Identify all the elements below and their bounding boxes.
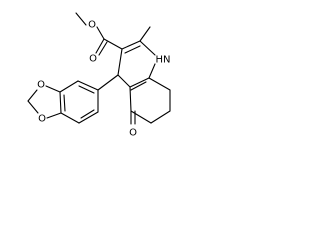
bond-ester-o-carbonyl: [96, 26, 105, 40]
bond-benz-inner-1: [78, 85, 95, 94]
ester-oxygen-label: O: [88, 20, 96, 31]
bond-c6-c5: [130, 110, 152, 124]
nh-label: HN: [156, 55, 171, 66]
bond-benz-1: [77, 80, 99, 91]
bond-dioxole-3: [27, 89, 38, 102]
bond-c3-c2: [121, 40, 141, 50]
bond-c5-c4a: [129, 86, 132, 112]
ketone-oxygen-label: O: [129, 128, 137, 139]
dioxole-oxygen-bottom-label: O: [38, 114, 46, 125]
bond-c8a-c8: [148, 77, 171, 91]
bond-c4a-c4: [117, 74, 131, 88]
bond-benz-2: [59, 80, 79, 93]
bond-benz-5: [78, 111, 99, 124]
bond-c4-aryl: [97, 74, 119, 91]
bond-c8a-c4a: [129, 77, 150, 88]
bond-c3-c2-inner: [124, 45, 141, 54]
bond-benz-3: [59, 91, 62, 114]
bond-carbonyl-double-b: [98, 41, 108, 56]
molecule-svg: O O HN: [27, 12, 171, 139]
dihydropyridine-ring: [117, 26, 156, 91]
bond-carbonyl-c3: [103, 38, 123, 50]
bond-c2-n1: [139, 40, 156, 56]
bond-carbonyl-double-a: [95, 38, 105, 54]
molecule-diagram: O O HN: [0, 0, 208, 153]
bond-dioxole-2: [46, 112, 62, 119]
bond-benz-inner-2: [63, 94, 66, 112]
dioxole-oxygen-top-label: O: [37, 80, 45, 91]
bond-c8a-c4a-inner: [130, 81, 147, 91]
cyclohexanone-ring: [129, 77, 171, 125]
bond-benz-inner-3: [80, 109, 95, 119]
bond-dioxole-1: [45, 85, 61, 93]
bond-benz-4: [60, 112, 80, 124]
bond-c7-c6: [150, 110, 171, 124]
carbonyl-oxygen-label: O: [89, 54, 97, 65]
bond-n1-c8a: [148, 63, 156, 79]
benzodioxole-group: [27, 74, 119, 124]
bond-c2-methyl: [139, 26, 151, 42]
ester-group: [75, 12, 123, 56]
bond-dioxole-4: [27, 100, 39, 114]
bond-c4-c3: [117, 48, 123, 76]
bond-methyl-ester: [75, 12, 87, 26]
